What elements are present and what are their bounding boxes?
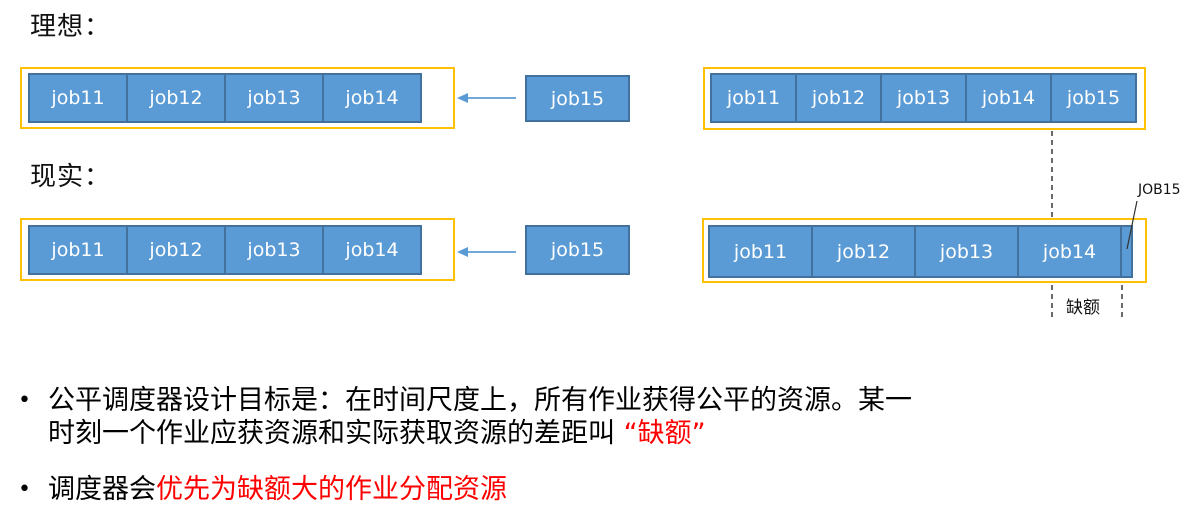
- job15-callout-label: JOB15: [1138, 182, 1181, 198]
- reality-result-container: job11 job12 job13 job14: [702, 218, 1147, 283]
- bullet-2-text: 调度器会优先为缺额大的作业分配资源: [48, 473, 938, 506]
- reality-queue-container: job11 job12 job13 job14: [20, 218, 455, 281]
- job-box: job14: [965, 73, 1052, 123]
- job-box: job12: [795, 73, 882, 123]
- bullet-dot: •: [18, 477, 31, 502]
- job-box: job14: [322, 225, 422, 275]
- job-box: job13: [880, 73, 967, 123]
- bullet-list: • 公平调度器设计目标是：在时间尺度上，所有作业获得公平的资源。某一 时刻一个作…: [18, 384, 938, 506]
- bullet-item-1: • 公平调度器设计目标是：在时间尺度上，所有作业获得公平的资源。某一 时刻一个作…: [18, 384, 938, 450]
- bullet-1-deficit-highlight: “缺额”: [623, 418, 706, 449]
- bullet-1-line-2: 时刻一个作业应获资源和实际获取资源的差距叫: [48, 418, 624, 449]
- bullet-2-black: 调度器会: [48, 474, 156, 505]
- reality-section-title: 现实：: [30, 162, 112, 192]
- job-box: job12: [811, 225, 916, 278]
- reality-pending-job-box: job15: [525, 225, 630, 275]
- ideal-section-title: 理想：: [30, 12, 112, 42]
- ideal-pending-job-box: job15: [525, 75, 630, 122]
- job-box: job14: [1017, 225, 1122, 278]
- job-box: job13: [224, 73, 324, 123]
- job-box: job12: [126, 73, 226, 123]
- bullet-dot: •: [18, 388, 31, 413]
- ideal-queue-container: job11 job12 job13 job14: [20, 67, 455, 129]
- job-box: job14: [322, 73, 422, 123]
- bullet-1-line-1: 公平调度器设计目标是：在时间尺度上，所有作业获得公平的资源。某一: [48, 385, 912, 416]
- bullet-item-2: • 调度器会优先为缺额大的作业分配资源: [18, 473, 938, 506]
- job-box: job13: [914, 225, 1019, 278]
- bullet-2-red-highlight: 优先为缺额大的作业分配资源: [156, 474, 507, 505]
- job-box: job11: [28, 73, 128, 123]
- bullet-1-text: 公平调度器设计目标是：在时间尺度上，所有作业获得公平的资源。某一 时刻一个作业应…: [48, 384, 938, 450]
- job-box: job11: [28, 225, 128, 275]
- job-box: job11: [708, 225, 813, 278]
- job-box: job15: [1050, 73, 1137, 123]
- ideal-arrow-left-icon: [457, 93, 468, 103]
- job-box: job11: [710, 73, 797, 123]
- job-box: job12: [126, 225, 226, 275]
- reality-arrow-left-icon: [457, 247, 468, 257]
- job-box: job13: [224, 225, 324, 275]
- job15-sliver-box: [1120, 225, 1133, 278]
- ideal-result-container: job11 job12 job13 job14 job15: [703, 67, 1146, 130]
- deficit-label: 缺额: [1066, 298, 1100, 318]
